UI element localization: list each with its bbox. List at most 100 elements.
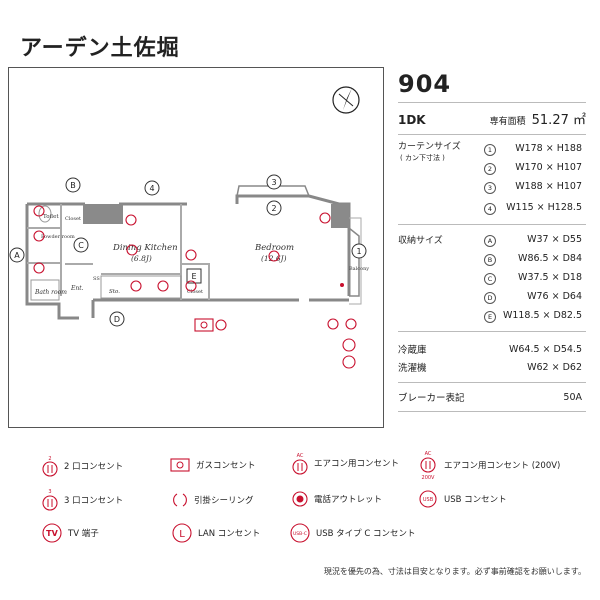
legend-outlet2: 2 2 口コンセント xyxy=(42,455,123,477)
mark-4-text: 4 xyxy=(149,184,154,193)
curtain-row: 2 W170 × H107 xyxy=(398,160,586,179)
lan-outlet-icon: L xyxy=(172,523,192,543)
legend-lan-text: LAN コンセント xyxy=(198,529,261,539)
ss-label: SS xyxy=(93,276,100,282)
storage-row: B W86.5 × D84 xyxy=(398,251,586,270)
svg-text:TV: TV xyxy=(46,529,58,538)
storage-mark-c xyxy=(73,237,89,253)
legend-outlet3: 3 3 口コンセント xyxy=(42,488,123,512)
mark-2-text: 2 xyxy=(271,204,276,213)
toilet-label: Toilet xyxy=(43,214,59,220)
mark-a-text: A xyxy=(14,251,20,260)
legend-usbc-text: USB タイプ C コンセント xyxy=(316,529,416,539)
svg-text:AC: AC xyxy=(297,453,304,459)
legend-ac200-text: エアコン用コンセント (200V) xyxy=(444,461,561,471)
bedroom-label: Bedroom xyxy=(254,243,294,253)
legend-phone: 電話アウトレット xyxy=(292,491,382,507)
curtain-size: W115 × H128.5 xyxy=(506,202,582,213)
curtain-mark: 2 xyxy=(484,163,496,175)
breaker-value: 50A xyxy=(563,391,582,403)
curtain-mark-3 xyxy=(266,174,282,190)
washer-label: 洗濯機 xyxy=(398,363,427,374)
usb-outlet-icon: USB xyxy=(419,490,437,508)
legend-usb: USB USB コンセント xyxy=(418,490,507,508)
curtain-section: カーテンサイズ ( カン下寸法 ) 1 W178 × H188 2 W170 × H… xyxy=(398,135,586,224)
outlet-markers xyxy=(33,205,357,369)
storage-size: W86.5 × D84 xyxy=(518,253,582,264)
legend-ac: AC エアコン用コンセント xyxy=(292,451,399,475)
storage-mark: B xyxy=(484,254,496,266)
property-title: アーデン土佐堀 xyxy=(20,36,180,61)
curtain-subtitle: ( カン下寸法 ) xyxy=(400,154,445,162)
svg-text:AC: AC xyxy=(425,451,432,457)
curtain-mark-4 xyxy=(144,180,160,196)
gas-outlet-icon xyxy=(170,458,190,472)
fridge-label: 冷蔵庫 xyxy=(398,345,427,356)
storage-mark: A xyxy=(484,235,496,247)
spec-header: 1DK 専有面積 51.27 ㎡ xyxy=(398,103,586,134)
tv-terminal-icon: TV xyxy=(42,523,62,543)
curtain-mark: 3 xyxy=(484,182,496,194)
legend-ceiling-text: 引掛シーリング xyxy=(194,496,254,506)
curtain-size: W178 × H188 xyxy=(515,143,582,154)
mark-b-text: B xyxy=(70,181,76,190)
curtain-size: W170 × H107 xyxy=(515,162,582,173)
legend-ac-text: エアコン用コンセント xyxy=(314,459,400,469)
legend-usbc: USB-C USB タイプ C コンセント xyxy=(290,523,416,543)
column xyxy=(331,204,349,228)
phone-outlet-icon xyxy=(292,491,308,507)
legend-outlet2-text: 2 口コンセント xyxy=(64,462,124,472)
dk-size: (6.8J) xyxy=(131,254,152,263)
washer-size: W62 × D62 xyxy=(527,361,582,373)
washer-row: 洗濯機 W62 × D62 xyxy=(398,358,586,376)
legend-tv-text: TV 端子 xyxy=(68,529,99,539)
mark-e-text: E xyxy=(191,272,196,281)
storage-mark: C xyxy=(484,273,496,285)
curtain-row: 1 W178 × H188 xyxy=(398,141,586,160)
svg-text:3: 3 xyxy=(48,489,51,495)
curtain-title: カーテンサイズ xyxy=(398,142,461,152)
usb-c-outlet-icon: USB-C xyxy=(290,523,310,543)
svg-text:L: L xyxy=(179,529,185,540)
ac-outlet-icon: AC xyxy=(292,453,308,475)
balcony-label: Balcony xyxy=(349,266,369,272)
svg-text:USB: USB xyxy=(423,497,434,503)
area-value: 51.27 ㎡ xyxy=(531,113,586,128)
storage-mark-e xyxy=(186,268,202,284)
storage-mark: D xyxy=(484,292,496,304)
column xyxy=(83,204,123,224)
closet-label: Closet xyxy=(65,216,81,222)
storage-row: A W37 × D55 xyxy=(398,232,586,251)
room-number: 904 xyxy=(398,70,452,98)
svg-text:USB-C: USB-C xyxy=(293,531,307,537)
fridge-row: 冷蔵庫 W64.5 × D54.5 xyxy=(398,340,586,358)
dk-label: Dining Kitchen xyxy=(112,243,178,253)
mark-1-text: 1 xyxy=(356,247,361,256)
mark-c-text: C xyxy=(78,241,84,250)
outlet-2-icon: 2 xyxy=(42,456,58,477)
powder-label: Powder room xyxy=(41,234,75,240)
storage-size: W37 × D55 xyxy=(527,234,582,245)
fridge-size: W64.5 × D54.5 xyxy=(508,343,582,355)
area-label: 専有面積 xyxy=(489,117,526,127)
svg-text:200V: 200V xyxy=(422,475,436,481)
storage-mark-a xyxy=(9,247,25,263)
curtain-mark-1 xyxy=(351,243,367,259)
sto-label: Sto. xyxy=(109,289,120,295)
storage-mark: E xyxy=(484,311,496,323)
svg-text:2: 2 xyxy=(48,456,51,462)
curtain-mark: 1 xyxy=(484,144,496,156)
mark-3-text: 3 xyxy=(271,178,276,187)
ent-label: Ent. xyxy=(70,285,84,292)
legend-outlet3-text: 3 口コンセント xyxy=(64,496,124,506)
layout-type: 1DK xyxy=(398,113,426,127)
